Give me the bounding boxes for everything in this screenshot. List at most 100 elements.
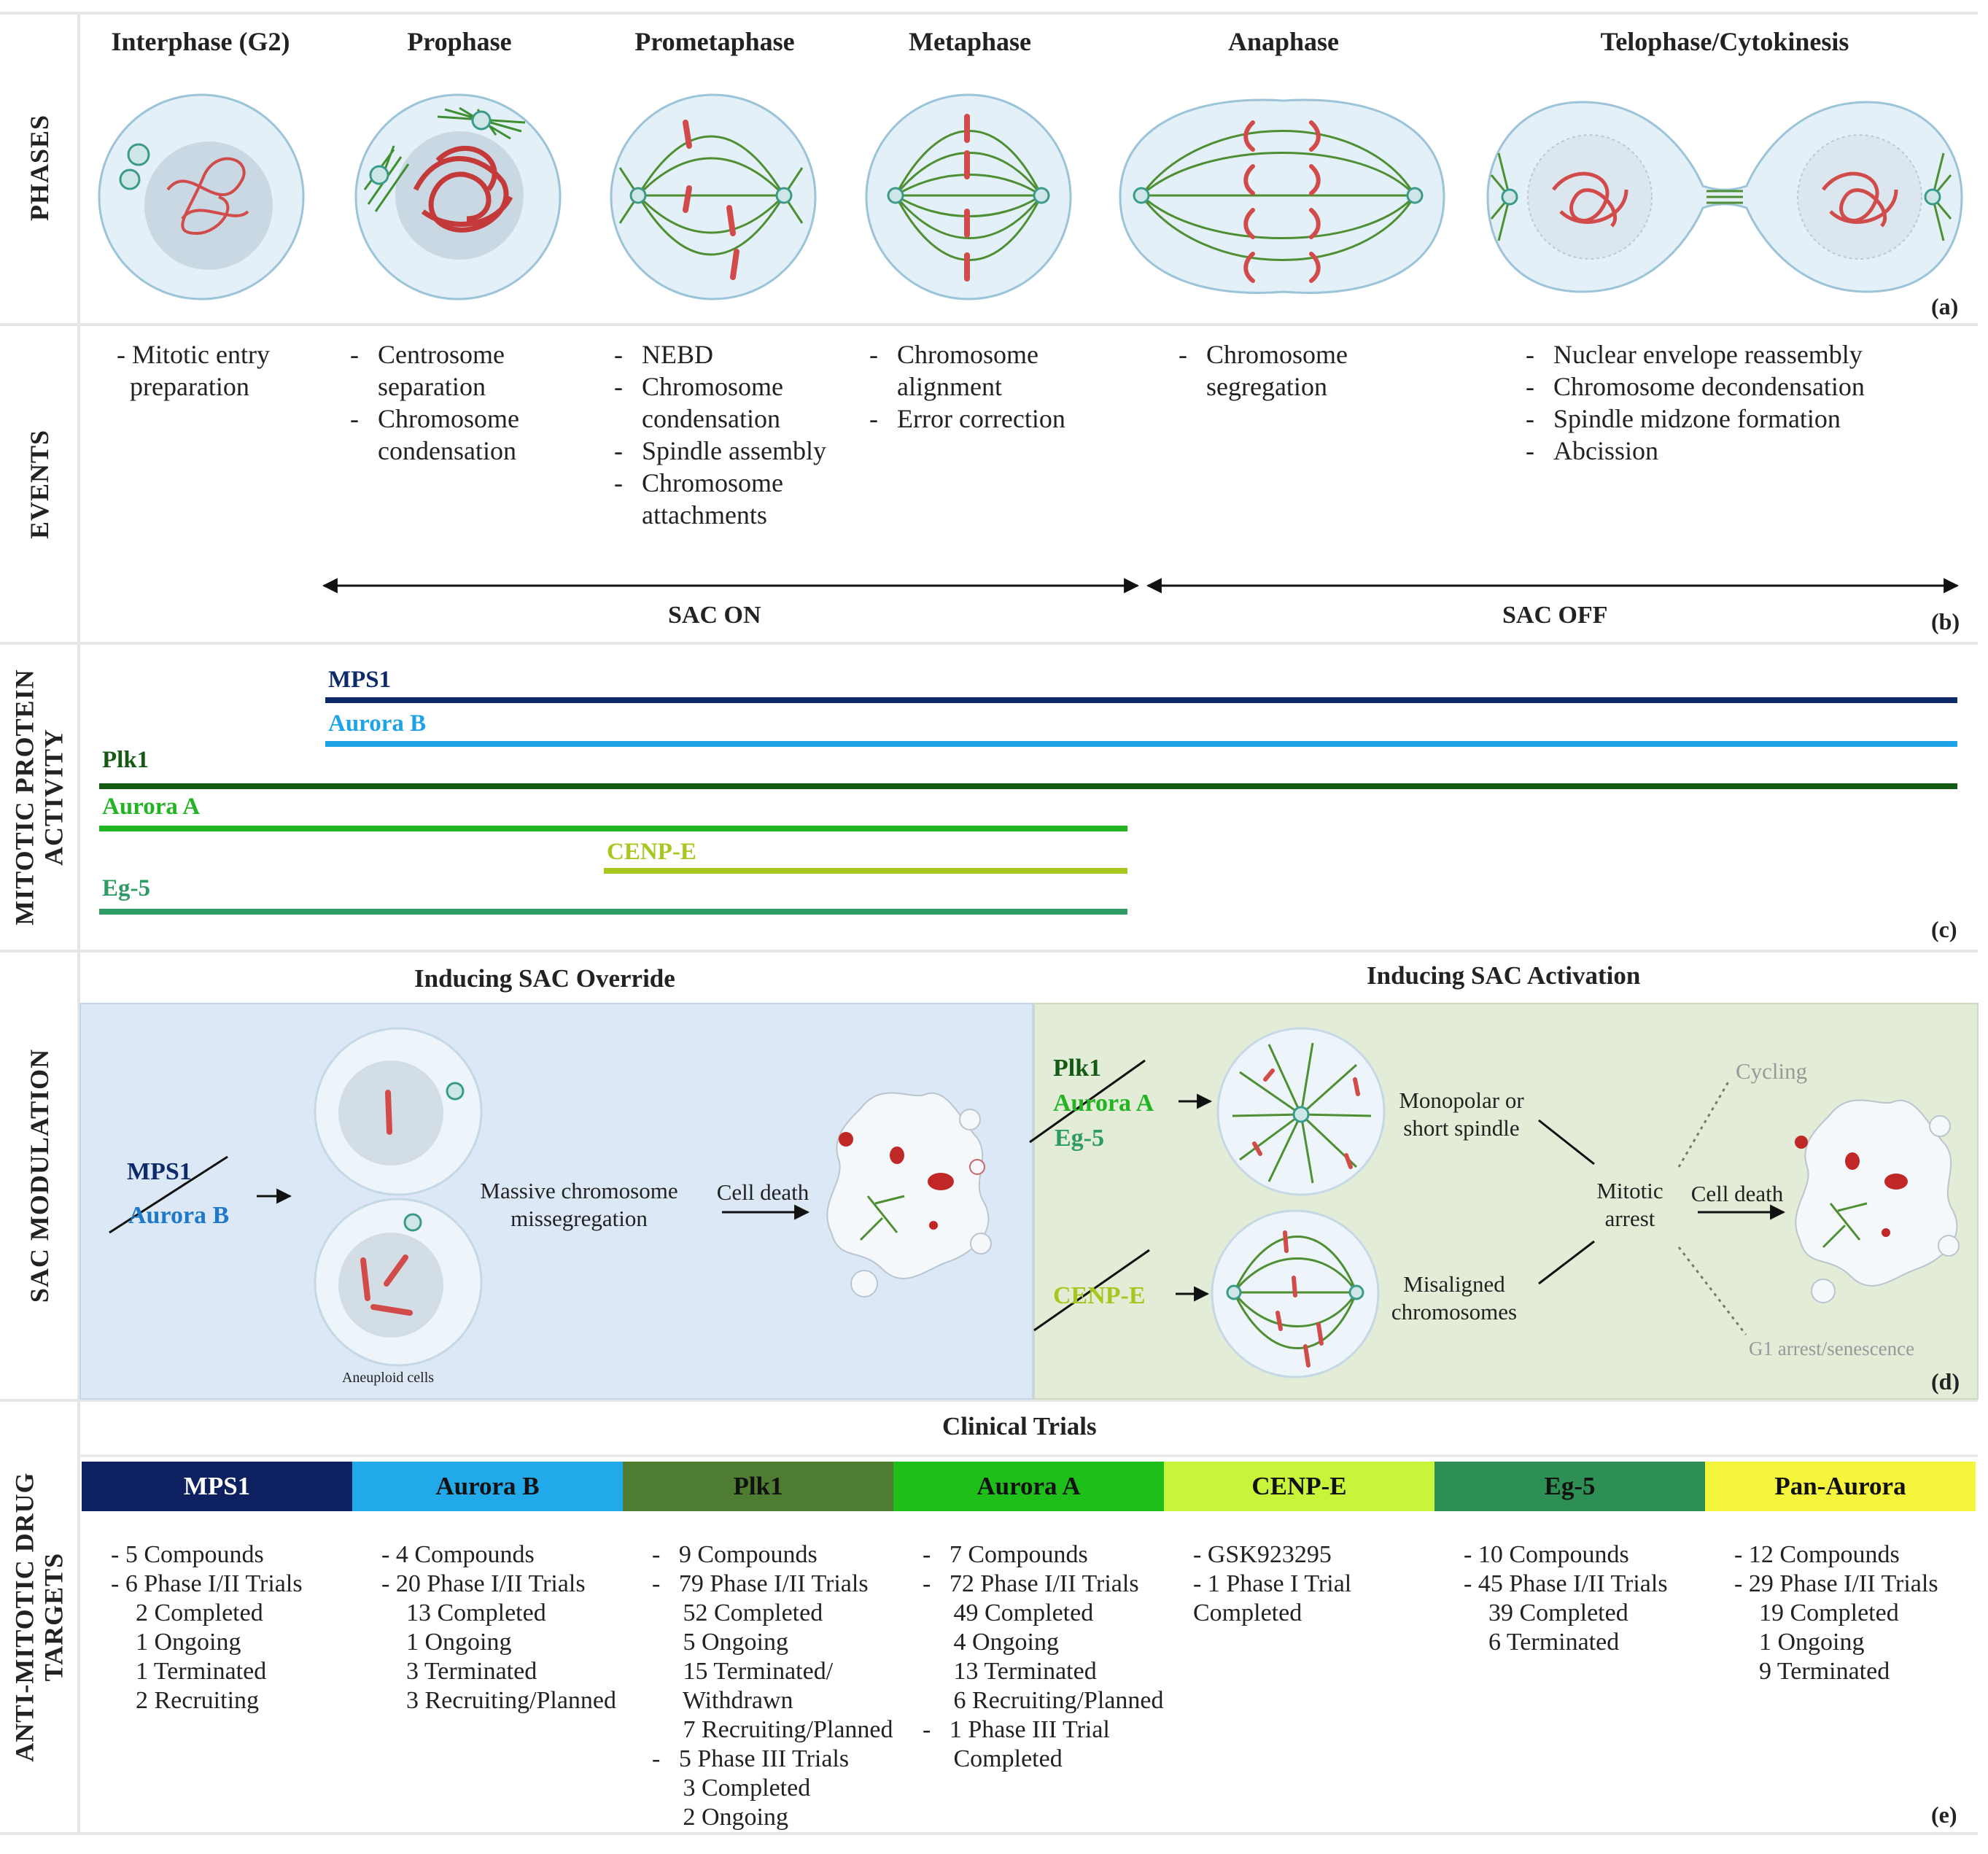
trial-line: 6 Terminated	[1464, 1629, 1620, 1656]
trial-line: 5 Ongoing	[652, 1629, 789, 1656]
trial-line: - 6 Phase I/II Trials	[111, 1570, 303, 1597]
event-item: -Abcission	[1526, 436, 1658, 465]
misaligned-chromosome-cell	[1211, 1209, 1380, 1378]
monopolar-spindle-cell	[1216, 1027, 1386, 1196]
activation-strike-bottom	[1033, 1249, 1150, 1332]
event-item: -Chromosome segregation	[1179, 340, 1348, 401]
trial-header-mps1: MPS1	[82, 1462, 352, 1511]
trial-line: - 5 Compounds	[111, 1541, 264, 1568]
trial-line: Withdrawn	[652, 1687, 793, 1714]
activity-label-cenp-e: CENP-E	[607, 839, 696, 865]
prophase-cell	[354, 93, 562, 300]
event-item: -Spindle midzone formation	[1526, 404, 1841, 433]
trial-line: 7 Recruiting/Planned	[652, 1716, 893, 1743]
phase-anaphase: Anaphase	[1227, 27, 1340, 56]
panel-tag-b: (b)	[1931, 608, 1960, 635]
dying-cell-override	[826, 1092, 992, 1298]
trial-line: 1 Ongoing	[1734, 1629, 1865, 1656]
trial-line: - GSK923295	[1193, 1541, 1332, 1568]
trial-details-pan-aurora: - 12 Compounds- 29 Phase I/II Trials 19 …	[1734, 1540, 1938, 1686]
cell-death-label-override: Cell death	[716, 1179, 809, 1205]
events-anaphase: -Chromosome segregation	[1179, 338, 1412, 403]
trial-header-plk1: Plk1	[623, 1462, 893, 1511]
panel-tag-e: (e)	[1931, 1801, 1957, 1828]
activation-target-aurora-a: Aurora A	[1053, 1090, 1154, 1117]
monopolar-label: Monopolar or short spindle	[1399, 1087, 1524, 1141]
events-metaphase: -Chromosome alignment-Error correction	[869, 338, 1110, 435]
trial-line: 19 Completed	[1734, 1599, 1899, 1626]
clinical-trials-title: Clinical Trials	[942, 1412, 1097, 1440]
activation-target-cenpe: CENP-E	[1053, 1282, 1146, 1309]
override-inhibition-strike	[109, 1155, 228, 1234]
trial-line: 1 Ongoing	[381, 1629, 512, 1656]
telophase-cell	[1486, 101, 1963, 293]
cycling-label: Cycling	[1736, 1058, 1808, 1084]
divider-d-e	[0, 1399, 1978, 1402]
trial-line: 9 Terminated	[1734, 1658, 1890, 1685]
panel-tag-a: (a)	[1931, 293, 1959, 319]
divider-b-c	[0, 642, 1978, 645]
metaphase-cell	[865, 93, 1072, 300]
phase-interphase: Interphase (G2)	[111, 27, 290, 56]
anaphase-cell	[1119, 98, 1445, 294]
interphase-cell	[98, 93, 305, 300]
trial-line: - 1 Phase I Trial	[1193, 1570, 1352, 1597]
panel-tag-d: (d)	[1931, 1368, 1960, 1395]
event-item: -NEBD	[614, 340, 713, 369]
override-target-mps1: MPS1	[127, 1158, 192, 1185]
activity-label-eg-5: Eg-5	[102, 875, 150, 901]
activity-line-cenp-e	[604, 868, 1127, 874]
row-label-divider	[77, 12, 80, 1835]
aneuploid-cell-bottom	[314, 1198, 483, 1367]
event-item: -Chromosome condensation	[350, 404, 519, 465]
trial-header-pan-aurora: Pan-Aurora	[1705, 1462, 1976, 1511]
trial-line: - 45 Phase I/II Trials	[1464, 1570, 1668, 1597]
event-item: -Chromosome condensation	[614, 372, 783, 433]
activity-line-mps1	[325, 697, 1957, 703]
phase-prometaphase: Prometaphase	[634, 27, 795, 56]
trial-line: 1 Ongoing	[111, 1629, 241, 1656]
trial-line: 6 Recruiting/Planned	[923, 1687, 1164, 1714]
event-item: -Centrosome separation	[350, 340, 505, 401]
connector-monopolar	[1538, 1119, 1595, 1165]
trial-line: 39 Completed	[1464, 1599, 1628, 1626]
activity-label-aurora-a: Aurora A	[102, 794, 201, 820]
trial-line: - 10 Compounds	[1464, 1541, 1629, 1568]
trial-line: - 7 Compounds	[923, 1541, 1088, 1568]
panel-tag-c: (c)	[1931, 916, 1957, 942]
trial-line: 1 Terminated	[111, 1658, 267, 1685]
events-interphase: - Mitotic entry preparation	[117, 340, 270, 401]
aneuploid-cell-top	[314, 1027, 483, 1196]
mitotic-arrest-label: Mitotic arrest	[1596, 1178, 1663, 1231]
sac-off-label: SAC OFF	[1502, 602, 1608, 629]
trial-header-aurora-a: Aurora A	[893, 1462, 1164, 1511]
trial-line: Completed	[923, 1745, 1063, 1772]
aneuploid-cells-label: Aneuploid cells	[341, 1370, 435, 1386]
activity-label-plk1: Plk1	[102, 747, 150, 773]
activity-label-aurora-b: Aurora B	[328, 710, 427, 737]
trial-line: - 29 Phase I/II Trials	[1734, 1570, 1938, 1597]
trial-line: 2 Completed	[111, 1599, 263, 1626]
trial-line: - 72 Phase I/II Trials	[923, 1570, 1139, 1597]
event-item: -Nuclear envelope reassembly	[1526, 340, 1863, 369]
g1-arrest-label: G1 arrest/senescence	[1749, 1338, 1915, 1360]
trial-line: 3 Completed	[652, 1775, 811, 1801]
trial-header-aurora-b: Aurora B	[352, 1462, 623, 1511]
activity-line-aurora-b	[325, 741, 1957, 747]
event-item: -Chromosome alignment	[869, 340, 1038, 401]
trial-details-aurora-a: - 7 Compounds- 72 Phase I/II Trials 49 C…	[923, 1540, 1164, 1774]
trial-line: - 9 Compounds	[652, 1541, 818, 1568]
activity-line-eg-5	[99, 909, 1127, 915]
trial-line: 13 Terminated	[923, 1658, 1097, 1685]
trial-line: - 5 Phase III Trials	[652, 1745, 850, 1772]
events-prometaphase: -NEBD-Chromosome condensation-Spindle as…	[614, 338, 862, 531]
divider-a-b	[0, 323, 1978, 326]
events-telophase: -Nuclear envelope reassembly-Chromosome …	[1526, 338, 1934, 467]
trial-line: Completed	[1193, 1599, 1302, 1626]
override-target-aurora-b: Aurora B	[128, 1202, 230, 1229]
trial-line: - 12 Compounds	[1734, 1541, 1900, 1568]
trial-header-cenp-e: CENP-E	[1164, 1462, 1434, 1511]
trial-line: 52 Completed	[652, 1599, 823, 1626]
activation-target-eg5: Eg-5	[1055, 1125, 1104, 1152]
